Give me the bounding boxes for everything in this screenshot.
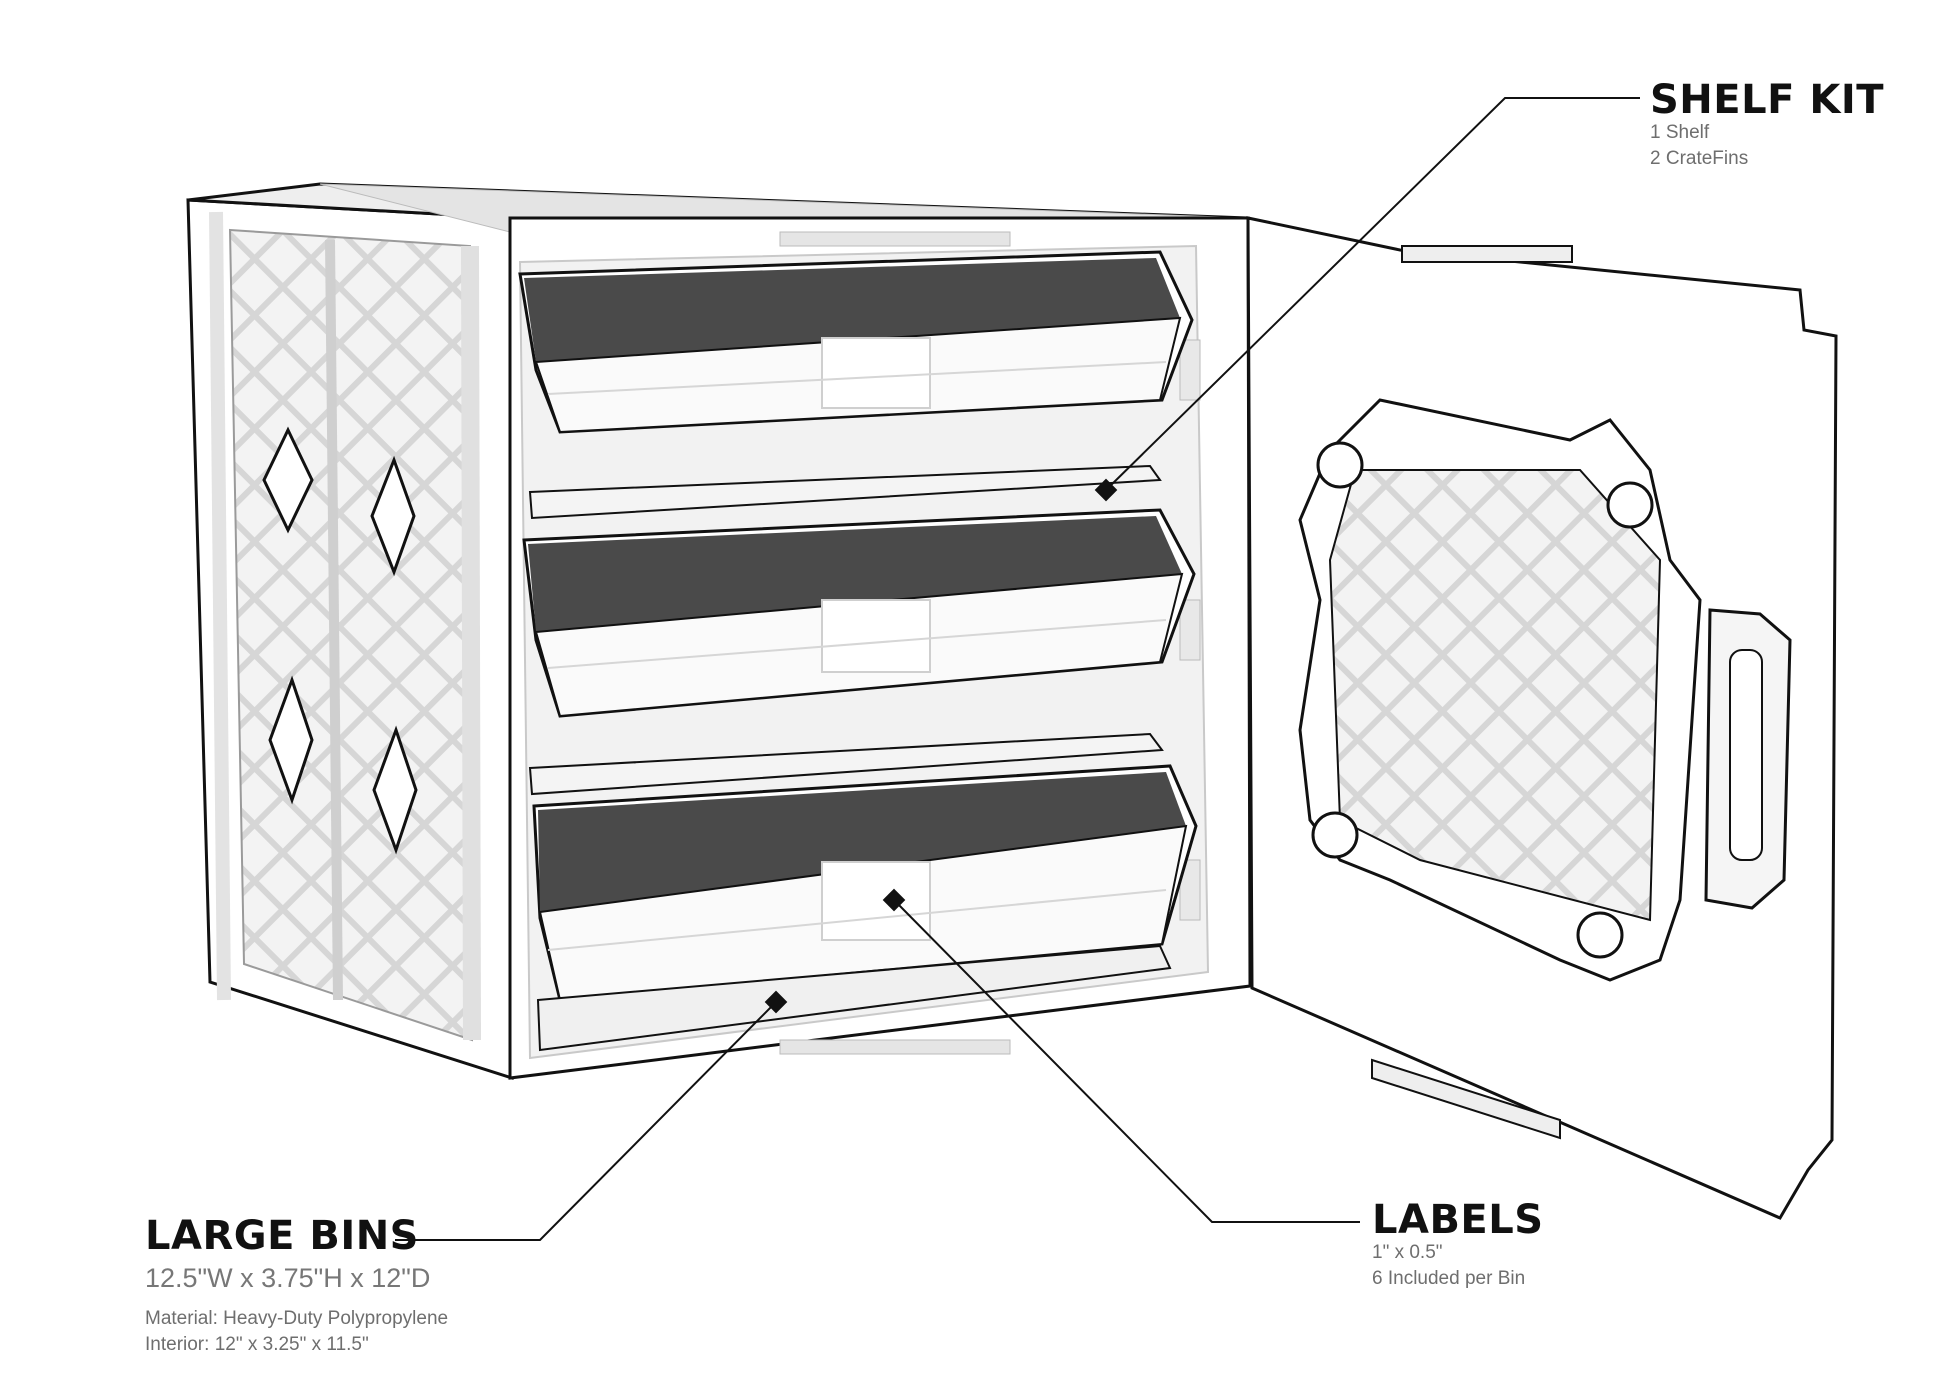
shelf — [528, 464, 1162, 520]
shelf-kit-callout: SHELF KIT 1 Shelf 2 CrateFins — [1650, 80, 1884, 171]
large-bins-material: Material: Heavy-Duty Polypropylene — [145, 1308, 449, 1330]
shelf — [528, 732, 1164, 796]
crate-door — [1246, 216, 1838, 1220]
large-bin — [518, 250, 1194, 434]
large-bins-interior: Interior: 12" x 3.25" x 11.5" — [145, 1334, 369, 1356]
crate-side-panel — [186, 198, 514, 1081]
leader-markers — [764, 478, 1118, 1014]
labels-line-2: 6 Included per Bin — [1372, 1267, 1526, 1289]
large-bins-callout: LARGE BINS 12.5"W x 3.75"H x 12"D Materi… — [145, 1216, 448, 1358]
leader-lines — [395, 97, 1640, 1241]
shelf-kit-marker — [1094, 478, 1118, 502]
large-bins-title: LARGE BINS — [145, 1213, 419, 1259]
large-bins-leader — [395, 1001, 777, 1241]
labels-marker — [882, 888, 906, 912]
large-bins-marker — [764, 990, 788, 1014]
labels-leader — [893, 899, 1360, 1223]
large-bin — [532, 764, 1198, 1002]
shelf-kit-line-2: 2 CrateFins — [1650, 147, 1749, 169]
shelf-kit-title: SHELF KIT — [1650, 77, 1885, 123]
large-bin — [522, 508, 1196, 718]
shelf-kit-line-1: 1 Shelf — [1650, 122, 1710, 143]
labels-line-1: 1" x 0.5" — [1372, 1242, 1443, 1263]
large-bins-dimensions: 12.5"W x 3.75"H x 12"D — [145, 1263, 431, 1293]
shelf-kit-leader — [1105, 97, 1640, 491]
labels-title: LABELS — [1372, 1197, 1544, 1243]
labels-callout: LABELS 1" x 0.5" 6 Included per Bin — [1372, 1200, 1544, 1291]
bin-tray — [536, 944, 1172, 1052]
